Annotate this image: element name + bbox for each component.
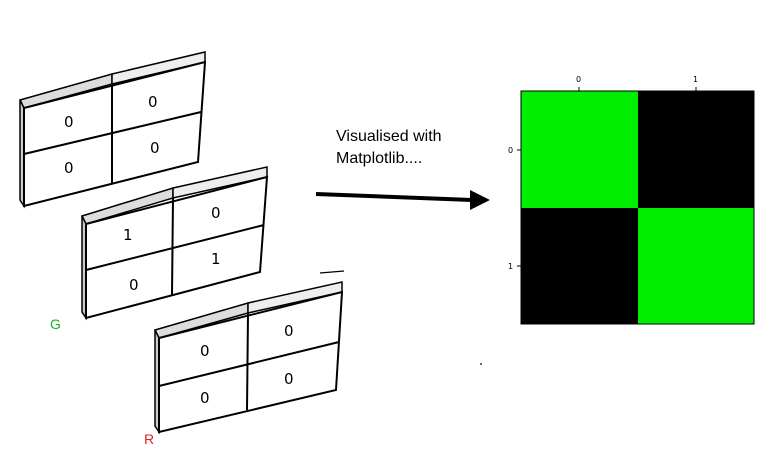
label-g: G <box>50 316 61 332</box>
x-tick-label-0: 0 <box>576 75 581 84</box>
top-cell-1-0: 0 <box>64 159 74 177</box>
x-tick-label-1: 1 <box>693 75 698 84</box>
caption-line-2: Matplotlib.... <box>336 150 423 167</box>
bottom-cell-0-0: 0 <box>200 342 210 360</box>
bottom-cell-0-1: 0 <box>284 322 294 340</box>
middle-cell-1-1: 1 <box>211 250 221 268</box>
caption-line-1: Visualised with <box>336 128 442 145</box>
matrix-bottom: 0 0 0 0 <box>153 270 345 435</box>
top-cell-0-0: 0 <box>64 113 74 131</box>
middle-cell-0-1: 0 <box>211 204 221 222</box>
bottom-cell-1-1: 0 <box>284 370 294 388</box>
plot-cell-0-1 <box>638 91 754 208</box>
top-cell-1-1: 0 <box>150 139 160 157</box>
plot-cell-1-1 <box>638 208 754 324</box>
plot-cell-0-0 <box>521 91 638 208</box>
caption: Visualised with Matplotlib.... <box>336 126 486 170</box>
matrix-top: 0 0 0 0 <box>18 51 207 209</box>
middle-cell-1-0: 0 <box>129 276 139 294</box>
middle-cell-0-0: 1 <box>123 226 133 244</box>
label-r: R <box>144 431 155 447</box>
plot-frame <box>520 90 755 325</box>
y-tick-label-0: 0 <box>508 146 513 155</box>
arrow <box>315 190 490 210</box>
top-cell-0-1: 0 <box>148 93 158 111</box>
matrix-middle: 1 0 0 1 <box>80 166 269 321</box>
stray-dot <box>480 363 482 365</box>
bottom-cell-1-0: 0 <box>200 389 210 407</box>
plot-cell-1-0 <box>521 208 638 324</box>
y-tick-label-1: 1 <box>508 262 513 271</box>
plot: 0 1 0 1 <box>508 75 755 325</box>
